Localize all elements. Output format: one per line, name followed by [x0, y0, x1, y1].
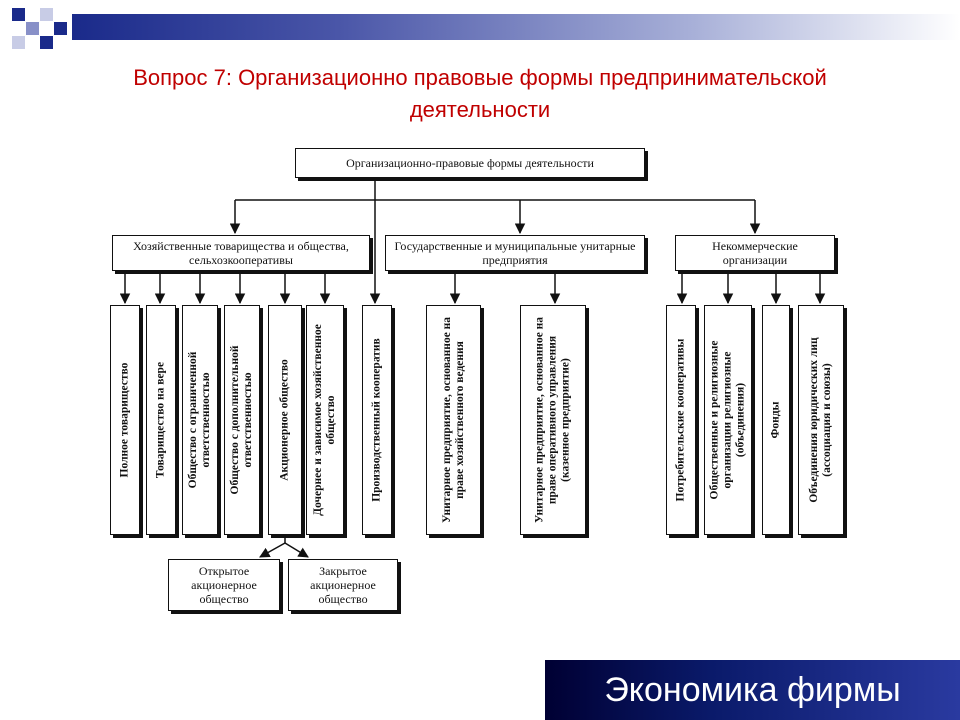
gradient-bar [72, 14, 960, 40]
group-node-label: Хозяйственные товарищества и общества, с… [133, 239, 349, 267]
sub-label: Открытое акционерное общество [191, 564, 257, 606]
decor-square [12, 8, 25, 21]
leaf-label: Общество с ограниченной ответственностью [187, 351, 212, 489]
title-line-2: деятельности [409, 97, 551, 122]
footer-banner: Экономика фирмы [545, 660, 960, 720]
leaf-label: Объединения юридических лиц (ассоциация … [808, 337, 833, 503]
decor-square [40, 36, 53, 49]
leaf-label: Потребительские кооперативы [674, 338, 687, 502]
leaf-label: Дочернее и зависимое хозяйственное общес… [312, 324, 337, 516]
leaf-joint-stock: Акционерное общество [268, 305, 302, 535]
leaf-subsidiary: Дочернее и зависимое хозяйственное общес… [306, 305, 344, 535]
group-node-label: Некоммерческие организации [712, 239, 798, 267]
title-decoration-bar [0, 0, 960, 50]
group-node-unitary: Государственные и муниципальные унитарны… [385, 235, 645, 271]
sub-open-joint-stock: Открытое акционерное общество [168, 559, 280, 611]
decor-square [26, 22, 39, 35]
leaf-public-religious: Общественные и религиозные организации р… [704, 305, 752, 535]
leaf-additional-liability: Общество с дополнительной ответственност… [224, 305, 260, 535]
decor-square [54, 22, 67, 35]
leaf-label: Унитарное предприятие, основанное на пра… [533, 316, 572, 524]
title-line-1: Вопрос 7: Организационно правовые формы … [133, 65, 827, 90]
root-node: Организационно-правовые формы деятельнос… [295, 148, 645, 178]
group-node-label: Государственные и муниципальные унитарны… [394, 239, 636, 267]
leaf-llc: Общество с ограниченной ответственностью [182, 305, 218, 535]
leaf-general-partnership: Полное товарищество [110, 305, 140, 535]
footer-label: Экономика фирмы [604, 671, 901, 709]
sub-closed-joint-stock: Закрытое акционерное общество [288, 559, 398, 611]
leaf-funds: Фонды [762, 305, 790, 535]
leaf-unitary-economic: Унитарное предприятие, основанное на пра… [426, 305, 481, 535]
leaf-label: Общество с дополнительной ответственност… [229, 345, 254, 495]
leaf-production-cooperative: Производственный кооператив [362, 305, 392, 535]
leaf-label: Товарищество на вере [154, 361, 167, 479]
leaf-consumer-cooperatives: Потребительские кооперативы [666, 305, 696, 535]
leaf-label: Общественные и религиозные организации р… [708, 340, 747, 500]
leaf-label: Унитарное предприятие, основанное на пра… [440, 316, 466, 524]
leaf-label: Производственный кооператив [370, 338, 383, 502]
group-node-nonprofit: Некоммерческие организации [675, 235, 835, 271]
group-node-business: Хозяйственные товарищества и общества, с… [112, 235, 370, 271]
org-forms-diagram: Организационно-правовые формы деятельнос… [100, 145, 870, 620]
decor-square [12, 36, 25, 49]
leaf-unitary-operational: Унитарное предприятие, основанное на пра… [520, 305, 586, 535]
sub-label: Закрытое акционерное общество [310, 564, 376, 606]
slide-title: Вопрос 7: Организационно правовые формы … [0, 62, 960, 126]
leaf-label: Акционерное общество [278, 359, 291, 481]
connector-lines [119, 178, 826, 558]
root-node-label: Организационно-правовые формы деятельнос… [346, 156, 594, 170]
leaf-limited-partnership: Товарищество на вере [146, 305, 176, 535]
leaf-label: Фонды [769, 401, 782, 439]
decor-square [40, 8, 53, 21]
leaf-legal-entity-associations: Объединения юридических лиц (ассоциация … [798, 305, 844, 535]
leaf-label: Полное товарищество [118, 362, 131, 478]
